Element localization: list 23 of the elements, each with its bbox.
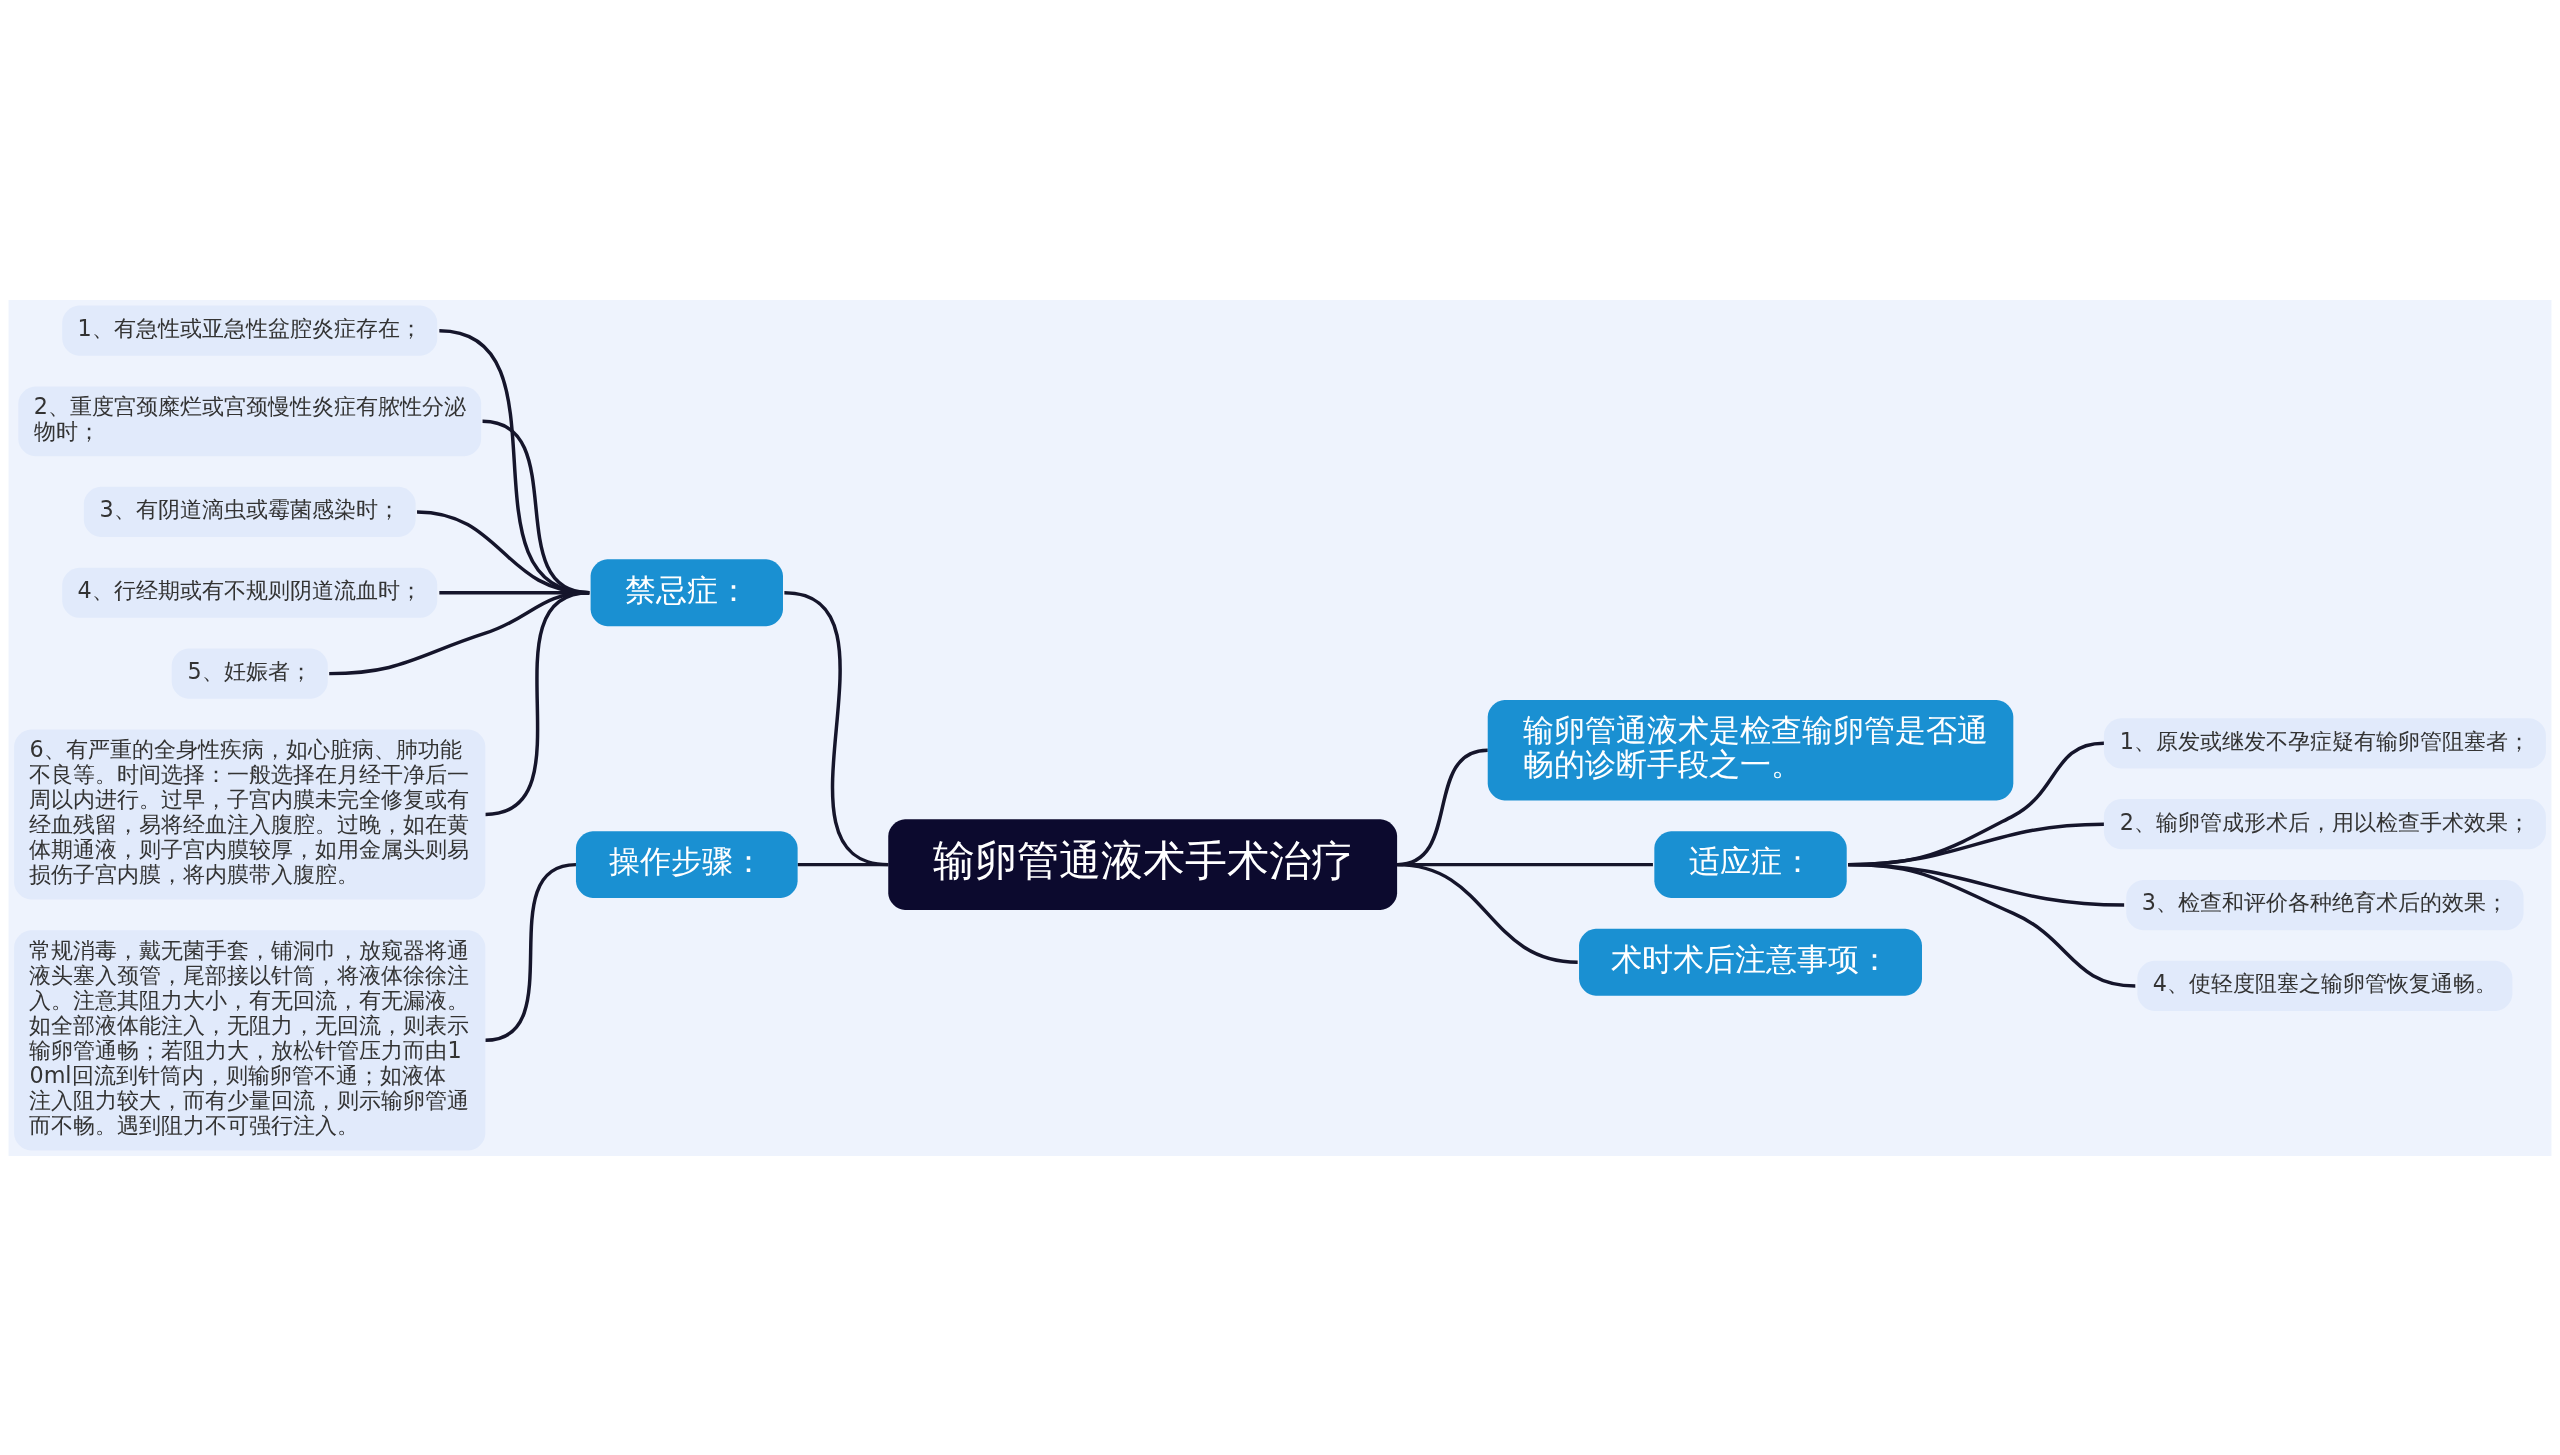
node-box: 1、原发或继发不孕症疑有输卵管阻塞者； (2103, 717, 2546, 768)
connector (1848, 862, 2136, 988)
connector (784, 590, 889, 866)
connector (1396, 862, 1578, 964)
node-box: 3、检查和评价各种绝育术后的效果； (2126, 879, 2524, 930)
node-box: 2、重度宫颈糜烂或宫颈慢性炎症有脓性分泌物时； (18, 385, 482, 456)
connector (485, 590, 590, 816)
node-box: 3、有阴道滴虫或霉菌感染时； (83, 486, 416, 537)
node-box: 输卵管通液术是检查输卵管是否通畅的诊断手段之一。 (1487, 699, 2014, 800)
node-box: 4、使轻度阻塞之输卵管恢复通畅。 (2137, 960, 2513, 1011)
node-box: 禁忌症： (590, 558, 783, 626)
connector (485, 862, 577, 1042)
node-box: 适应症： (1654, 830, 1847, 898)
node-box: 术时术后注意事项： (1579, 928, 1922, 996)
node-box: 6、有严重的全身性疾病，如心脏病、肺功能不良等。时间选择：一般选择在月经干净后一周以内进行。过早，子宫内膜未完全修复或有经血残留，易将经血注入腹腔。过晚，如在黄体期通液，则子宫内膜较厚，如用金属头则易损伤子宫内膜，将内膜带入腹腔。 (14, 728, 486, 899)
node-box: 输卵管通液术手术治疗 (888, 818, 1398, 910)
node-box: 4、行经期或有不规则阴道流血时； (62, 567, 438, 618)
node-box: 1、有急性或亚急性盆腔炎症存在； (62, 305, 438, 356)
connector (797, 862, 889, 866)
node-box: 2、输卵管成形术后，用以检查手术效果； (2103, 798, 2546, 849)
node-box: 5、妊娠者； (171, 648, 328, 699)
node-box: 常规消毒，戴无菌手套，铺洞巾，放窥器将通液头塞入颈管，尾部接以针筒，将液体徐徐注入。注意其阻力大小，有无回流，有无漏液。如全部液体能注入，无阻力，无回流，则表示输卵管通畅；若阻力大，放松针管压力而由10ml回流到针筒内，则输卵管不通；如液体注入阻力较大，而有少量回流，则示输卵管通而不畅。遇到阻力不可强行注入。 (14, 929, 486, 1150)
node-box: 操作步骤： (575, 830, 798, 898)
